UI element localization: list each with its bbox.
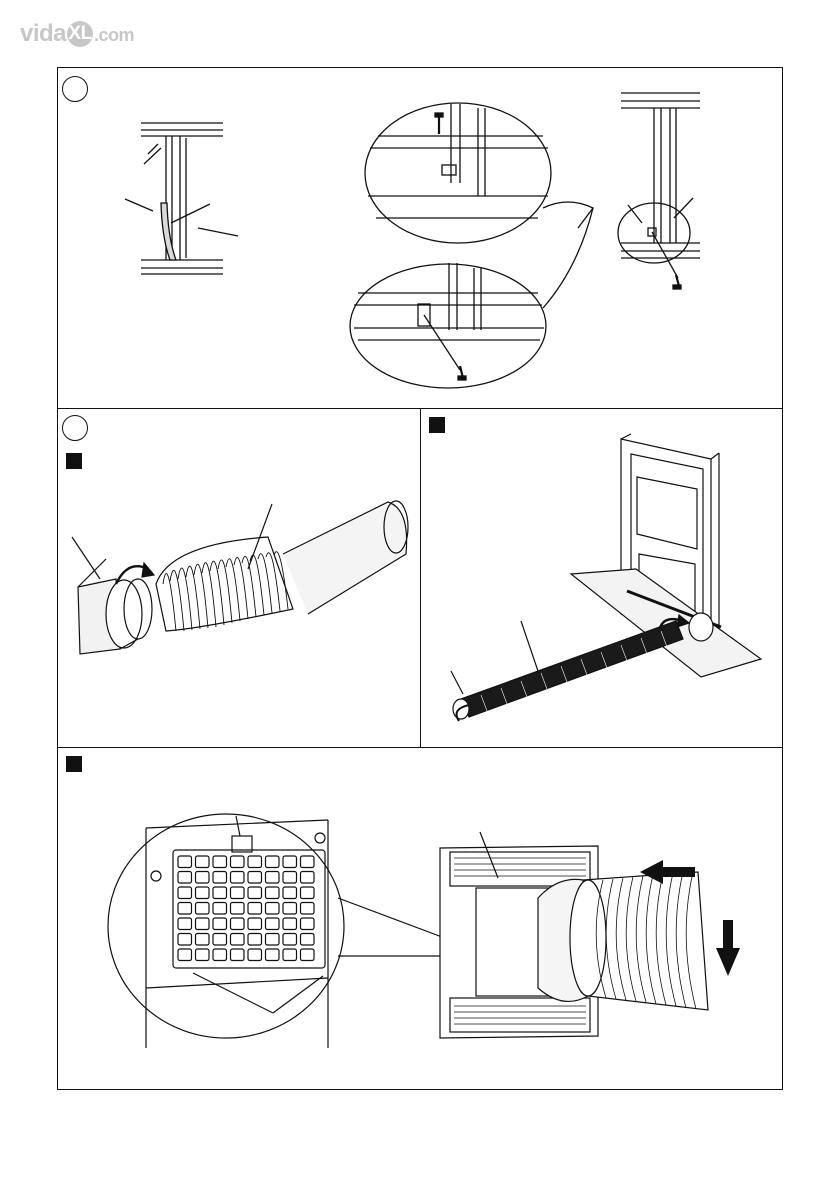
grille-cell (301, 949, 315, 961)
grille-cell (266, 903, 280, 915)
hose-window-illustration (421, 409, 783, 748)
grille-cell (213, 856, 227, 868)
grille-cell (301, 872, 315, 884)
grille-cell (178, 903, 192, 915)
grille-cell (178, 887, 192, 899)
grille-cell (196, 887, 210, 899)
panel-hose-to-window (420, 408, 783, 748)
grille-cell (248, 934, 262, 946)
callout-line (198, 228, 238, 236)
logo-text-suffix: .com (94, 25, 134, 45)
grille-cell (301, 918, 315, 930)
panel-window-seal (57, 67, 783, 409)
grille-cell (213, 918, 227, 930)
grille-cell (266, 934, 280, 946)
grille-cell (196, 903, 210, 915)
grille-cell (178, 872, 192, 884)
grille-cell (283, 903, 297, 915)
unit-connection-illustration (58, 748, 783, 1090)
grille-cell (213, 949, 227, 961)
grille-cell (231, 872, 245, 884)
grille-cell (248, 872, 262, 884)
flexible-hose (156, 537, 293, 631)
screw-icon (435, 113, 443, 134)
magnifier-bottom (350, 263, 546, 388)
grille-cell (266, 887, 280, 899)
panel-attach-adapter (57, 408, 421, 748)
grille-cell (231, 903, 245, 915)
grille-cell (283, 856, 297, 868)
grille-cell (248, 949, 262, 961)
grille-cell (301, 856, 315, 868)
grille-cell (248, 887, 262, 899)
grille-cell (178, 934, 192, 946)
grille-cell (283, 918, 297, 930)
foam-seal-strip (161, 203, 176, 260)
grille-cell (213, 903, 227, 915)
flexible-hose (461, 621, 683, 717)
callout-line (193, 973, 273, 1013)
callout-line (125, 199, 153, 211)
hose-sleeve (283, 502, 407, 614)
adapter-hose-illustration (58, 409, 421, 748)
callout-line (171, 204, 210, 223)
push-arrow-down-icon (716, 920, 740, 976)
callout-line (451, 671, 463, 694)
grille-cell (231, 887, 245, 899)
logo-mark-icon: XL (67, 21, 93, 47)
callout-line (72, 537, 100, 579)
grille-cell (266, 856, 280, 868)
grille-cell (266, 949, 280, 961)
window-adapter (78, 559, 152, 654)
grille-cell (266, 872, 280, 884)
callout-line (236, 816, 240, 836)
panel-connect-unit (57, 747, 783, 1090)
magnifier-top (365, 103, 551, 243)
grille-cell (196, 918, 210, 930)
grille-cell (196, 949, 210, 961)
grille-cell (283, 887, 297, 899)
grille-cell (196, 856, 210, 868)
logo-text-prefix: vida (20, 20, 66, 47)
grille-cell (301, 887, 315, 899)
grille-cell (283, 872, 297, 884)
grille-cell (213, 934, 227, 946)
mount-hole (315, 833, 325, 843)
grille-cell (283, 934, 297, 946)
rear-grille (173, 850, 325, 968)
grille-cell (266, 918, 280, 930)
grille-cell (213, 887, 227, 899)
grille-cell (283, 949, 297, 961)
grille-cell (178, 918, 192, 930)
grille-cell (301, 934, 315, 946)
grille-cell (301, 903, 315, 915)
mount-hole (151, 871, 161, 881)
grille-cell (196, 872, 210, 884)
window-frame-right (618, 93, 700, 278)
screw-icon (673, 275, 681, 289)
grille-cell (178, 856, 192, 868)
grille-cell (231, 949, 245, 961)
grille-cell (178, 949, 192, 961)
grille-cell (196, 934, 210, 946)
window-frame-left (141, 123, 223, 274)
grille-cell (248, 918, 262, 930)
callout-line (273, 976, 323, 1013)
grille-cell (248, 856, 262, 868)
grille-cell (231, 934, 245, 946)
grille-cell (231, 856, 245, 868)
window-seal-illustration (58, 68, 783, 409)
window-adapter (689, 613, 713, 641)
grille-cell (248, 903, 262, 915)
grille-cell (213, 872, 227, 884)
grille-cell (231, 918, 245, 930)
callout-line (521, 621, 539, 674)
